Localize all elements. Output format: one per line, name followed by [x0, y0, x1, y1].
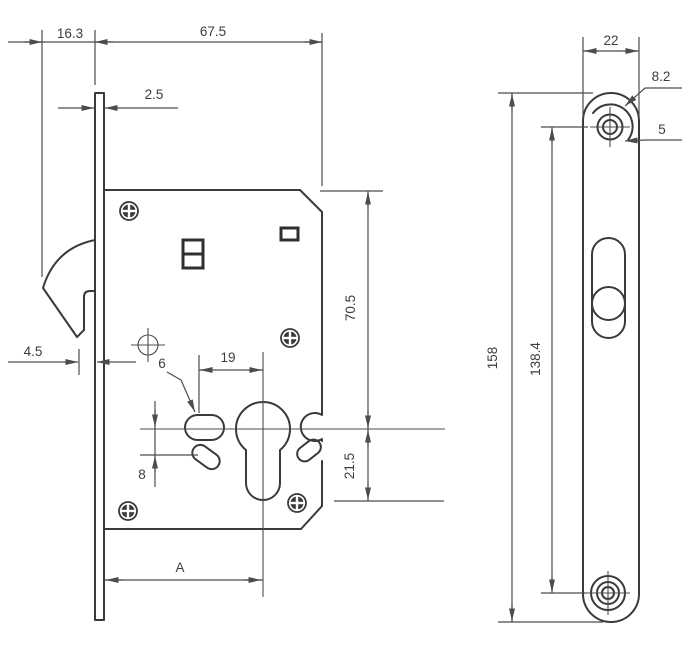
dim-label: 67.5 — [200, 24, 226, 39]
mounting-slot-angled-right — [296, 438, 322, 463]
dim-label: 8 — [138, 467, 146, 482]
dim-label: 8.2 — [652, 69, 671, 84]
screw-head-icon — [117, 500, 139, 522]
hook-bolt — [42, 239, 96, 338]
mounting-slot-angled-left — [191, 443, 221, 471]
dim-label: 5 — [658, 122, 666, 137]
screw-head-icon — [118, 200, 140, 222]
hook-bolt-through-slot — [591, 286, 626, 321]
dim-label: A — [175, 560, 184, 575]
dim-top-to-cylinder: 70.5 — [320, 190, 383, 429]
dim-countersink-diameter: 8.2 — [624, 69, 682, 107]
stop-slot — [279, 226, 300, 242]
top-screw-hole — [590, 103, 634, 147]
dim-slot-vertical-spacing: 8 — [138, 401, 198, 487]
dim-label: 158 — [485, 347, 500, 370]
hook-opening-slot — [591, 237, 626, 339]
screw-head-icon — [286, 492, 308, 514]
center-mark — [131, 328, 165, 362]
dim-faceplate-thickness: 2.5 — [58, 87, 178, 111]
dim-backset: A — [104, 560, 263, 583]
faceplate-edge — [94, 92, 105, 621]
mounting-slot-horizontal — [184, 414, 225, 441]
dim-hook-edge-offset: 4.5 — [8, 344, 136, 375]
dim-label: 6 — [158, 356, 166, 371]
dim-slot-to-cylinder: 19 — [198, 350, 263, 413]
dim-plate-length: 158 — [485, 92, 603, 623]
screw-head-icon — [279, 327, 301, 349]
dim-label: 2.5 — [145, 87, 164, 102]
dim-screw-hole-spacing: 138.4 — [528, 126, 588, 594]
faceplate-front-view: 22 158 138.4 8.2 5 — [485, 33, 682, 623]
lock-body-side-view: 16.3 67.5 2.5 4.5 19 6 — [8, 24, 445, 621]
bottom-screw-hole — [586, 571, 630, 615]
dim-label: 4.5 — [24, 344, 43, 359]
dim-label: 16.3 — [57, 26, 83, 41]
follower-slot — [181, 238, 205, 270]
dim-cylinder-to-bottom: 21.5 — [334, 429, 444, 502]
dim-label: 19 — [220, 350, 235, 365]
dim-slot-diameter: 6 — [158, 356, 196, 413]
dim-label: 21.5 — [342, 453, 357, 479]
dim-hook-protrusion: 16.3 67.5 — [8, 24, 323, 277]
dim-label: 22 — [603, 33, 618, 48]
dim-label: 70.5 — [343, 295, 358, 321]
dim-label: 138.4 — [528, 342, 543, 376]
dim-plate-width: 22 — [582, 33, 640, 119]
dim-screw-hole-diameter: 5 — [624, 122, 682, 144]
faceplate-outline — [582, 92, 640, 623]
